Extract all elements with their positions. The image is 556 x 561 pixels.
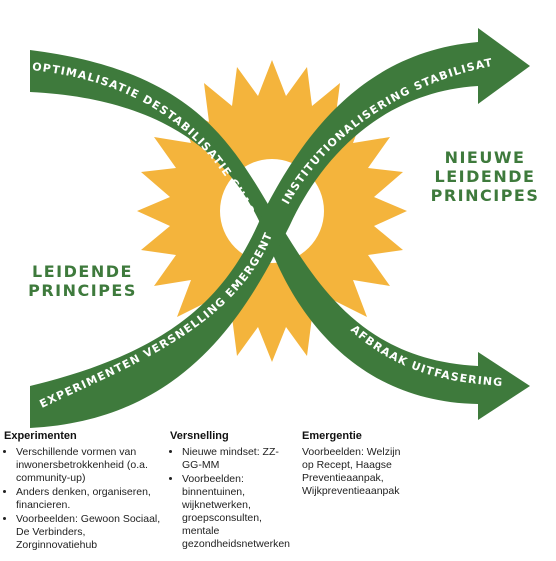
new-principles-line1: NIEUWE xyxy=(444,148,526,167)
column-emergentie-text: Voorbeelden: Welzijn op Recept, Haagse P… xyxy=(302,446,401,497)
column-versnelling-title: Versnelling xyxy=(170,430,229,442)
list-item: Anders denken, organiseren, financieren. xyxy=(16,486,164,512)
list-item: Nieuwe mindset: ZZ-GG-MM xyxy=(182,446,280,472)
column-experimenten-list: Verschillende vormen van inwonersbetrokk… xyxy=(4,446,164,552)
column-versnelling-list: Nieuwe mindset: ZZ-GG-MM Voorbeelden: bi… xyxy=(170,446,290,551)
column-emergentie: Emergentie Voorbeelden: Welzijn op Recep… xyxy=(302,430,412,498)
column-experimenten-title: Experimenten xyxy=(4,430,77,442)
old-principles-line1: LEIDENDE xyxy=(32,262,133,281)
old-principles-label: LEIDENDE PRINCIPES xyxy=(20,262,145,300)
ascending-arrow-body xyxy=(30,28,530,428)
new-principles-label: NIEUWE LEIDENDE PRINCIPES xyxy=(420,148,550,205)
list-item: Voorbeelden: binnentuinen, wijknetwerken… xyxy=(182,473,290,551)
list-item: Voorbeelden: Gewoon Sociaal, De Verbinde… xyxy=(16,513,164,552)
new-principles-line2: LEIDENDE xyxy=(434,167,536,186)
column-versnelling: Versnelling Nieuwe mindset: ZZ-GG-MM Voo… xyxy=(170,430,290,552)
list-item: Verschillende vormen van inwonersbetrokk… xyxy=(16,446,164,485)
new-principles-line3: PRINCIPES xyxy=(430,186,540,205)
column-emergentie-title: Emergentie xyxy=(302,430,362,442)
column-experimenten: Experimenten Verschillende vormen van in… xyxy=(4,430,164,553)
old-principles-line2: PRINCIPES xyxy=(28,281,137,300)
